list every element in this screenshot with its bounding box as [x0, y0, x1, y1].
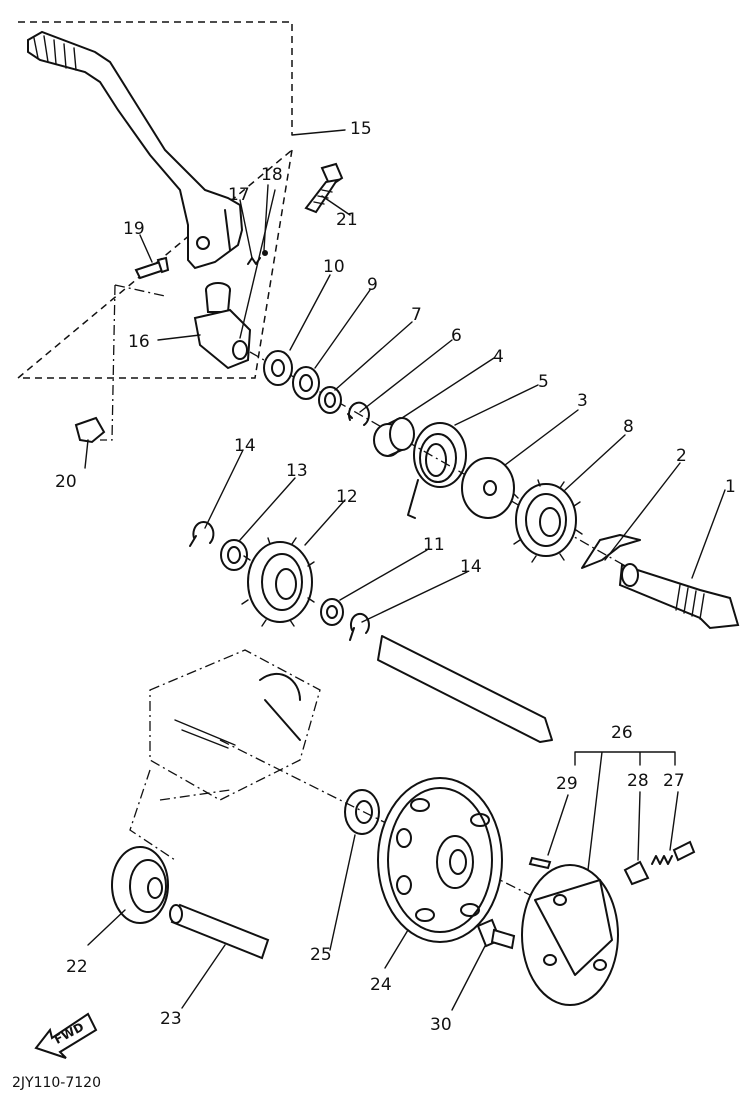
- callout-label: 26: [611, 723, 633, 743]
- diagram-code: 2JY110-7120: [12, 1075, 101, 1091]
- leader-lines: [84, 129, 726, 1011]
- kick-shaft-1: [618, 563, 740, 630]
- callout-label: 17: [228, 185, 250, 205]
- gear-22: [111, 846, 169, 924]
- callout-label: 14: [234, 436, 256, 456]
- washer-25: [344, 789, 380, 835]
- callout-label: 29: [556, 774, 578, 794]
- screw-19: [134, 256, 170, 280]
- circlip-14b: [349, 612, 370, 641]
- idle-shaft: [377, 635, 553, 743]
- callout-label: 20: [55, 472, 77, 492]
- fwd-arrow: FWD: [34, 1012, 98, 1059]
- shaft-23: [169, 903, 270, 960]
- circlip-14a: [189, 521, 215, 547]
- callout-label: 25: [310, 945, 332, 965]
- callout-label: 9: [367, 275, 378, 295]
- washer-10: [263, 350, 293, 386]
- gear-24: [377, 777, 503, 943]
- gear-8: [513, 479, 583, 563]
- callout-label: 8: [623, 417, 634, 437]
- callout-label: 18: [261, 165, 283, 185]
- callout-label: 11: [423, 535, 445, 555]
- washer-11: [320, 598, 344, 626]
- washer-13: [220, 539, 248, 571]
- plunger-28: [623, 860, 650, 886]
- callout-label: 23: [160, 1009, 182, 1029]
- bolt-30: [476, 918, 516, 950]
- callout-labels: 1 2 3 4 5 6 7 8 9 10 11 12 13 14 14 15 1…: [55, 119, 736, 1035]
- starter-clutch-26: [521, 864, 619, 1006]
- callout-label: 1: [725, 477, 736, 497]
- callout-label: 10: [323, 257, 345, 277]
- callout-label: 30: [430, 1015, 452, 1035]
- torsion-spring-5: [407, 422, 467, 519]
- callout-label: 28: [627, 771, 649, 791]
- washer-9: [292, 366, 320, 400]
- callout-label: 7: [411, 305, 422, 325]
- callout-label: 14: [460, 557, 482, 577]
- callout-label: 16: [128, 332, 150, 352]
- callout-label: 15: [350, 119, 372, 139]
- callout-label: 2: [676, 446, 687, 466]
- callout-label: 24: [370, 975, 392, 995]
- washer-7: [318, 386, 342, 414]
- callout-label: 6: [451, 326, 462, 346]
- spring-27: [651, 840, 696, 865]
- callout-label: 27: [663, 771, 685, 791]
- washer-3: [461, 457, 515, 519]
- circlip-6: [347, 401, 370, 426]
- ball-18: [262, 250, 268, 256]
- pin-29: [528, 856, 552, 870]
- callout-label: 12: [336, 487, 358, 507]
- callout-label: 13: [286, 461, 308, 481]
- callout-label: 3: [577, 391, 588, 411]
- callout-label: 19: [123, 219, 145, 239]
- bolt-21: [304, 162, 344, 214]
- callout-label: 21: [336, 210, 358, 230]
- clip-2: [581, 534, 641, 569]
- kick-lever: [27, 30, 244, 270]
- crankcase-section: [129, 649, 321, 861]
- gear-12: [241, 537, 315, 627]
- callout-label: 5: [538, 372, 549, 392]
- kick-boss-16: [193, 282, 252, 370]
- callout-label: 4: [493, 347, 504, 367]
- cap-20: [74, 416, 106, 444]
- collar-4: [373, 417, 415, 457]
- kick-assembly-boundary: [15, 21, 294, 379]
- callout-label: 22: [66, 957, 88, 977]
